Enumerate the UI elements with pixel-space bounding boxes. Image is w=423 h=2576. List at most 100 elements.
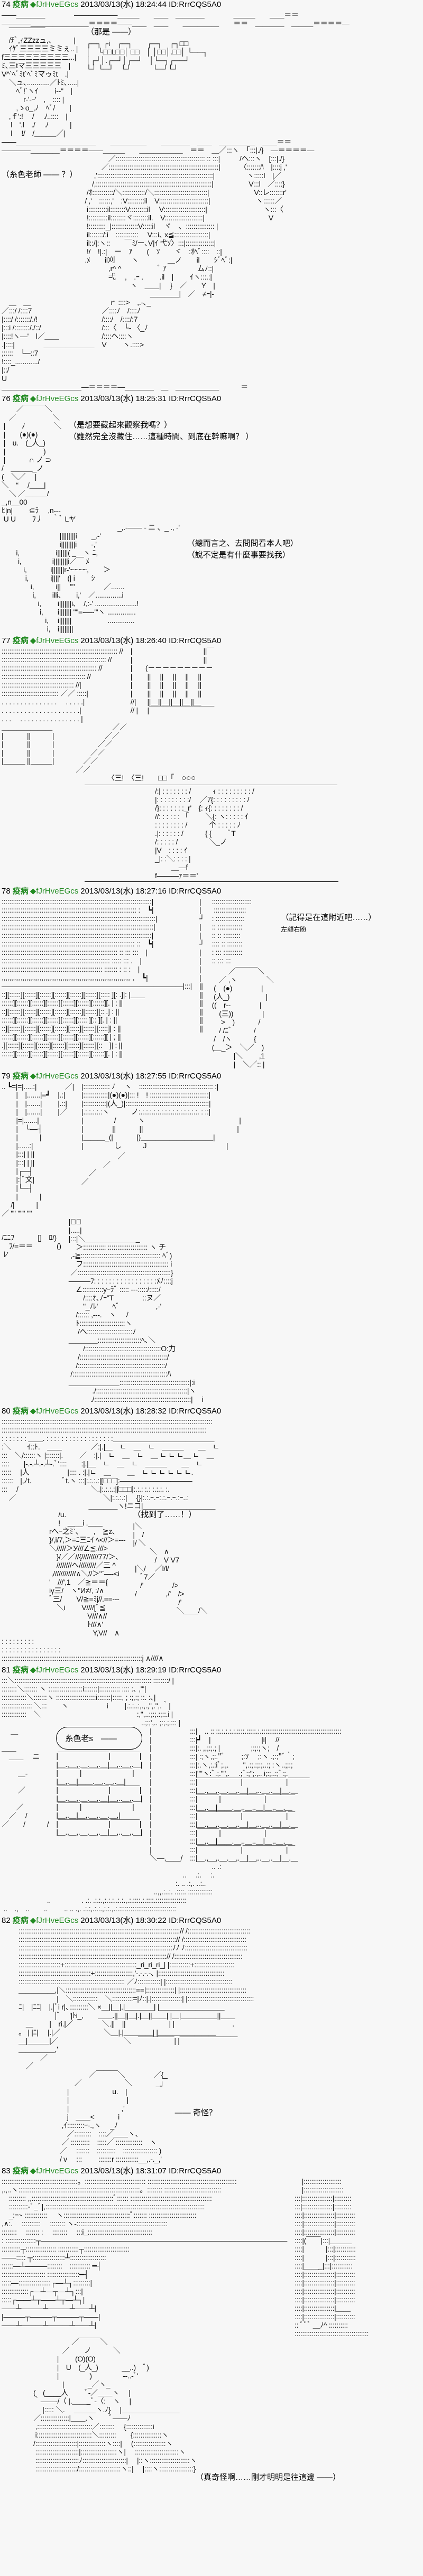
aa-art: ::::::::::::::::::::: ::::::::::::::::: … <box>212 897 252 965</box>
poster-name[interactable]: 疫病 <box>12 1916 29 1925</box>
art-row: ＿＿＿＿＿＿＿ | || | | || | | || | |＿＿＿ ||＿＿＿|… <box>2 723 422 774</box>
aa-art: ——＿＿＿＿＿＿＿＿＿＿＿ ＿＿＿＿＿ ＿＿＿＿ ＿＿ ＿＿＿＿＿ ＿＿＝＝ —… <box>2 137 315 154</box>
post-id: ID:RrrCQS5A0 <box>169 1072 222 1081</box>
tripcode: fJrHveEGcs <box>36 1916 79 1925</box>
aa-art: _,.-—— - ニ 、_ ., -' |||||||||i _.-' i|||… <box>16 523 180 633</box>
aa-art: :::＼::::::::::::::::::::::::::::::::::::… <box>2 1676 180 1727</box>
art-row: 〈三! 〈三! □□「 ○○○ <box>2 774 422 783</box>
trip-diamond-icon: ◆ <box>30 1407 36 1416</box>
aa-art: ——＿＿＿＿ ――――――＿＿＿ ＿＿ ＿＿＿＿ ＿＿＿ ＿＿＝＝ ————＿＿… <box>2 11 350 27</box>
trip-diamond-icon: ◆ <box>30 887 36 896</box>
aa-art: |ﾟ＼ |.....| |:::|＼＿＿＿＿＿＿＿_ ＞::::::::::::… <box>68 1217 204 1403</box>
aa-art: /:| : : : : : : : / ｨ : : : : : : : : : … <box>155 787 254 880</box>
post-number: 76 <box>2 394 11 403</box>
tripcode: fJrHveEGcs <box>36 1666 79 1675</box>
poster-name[interactable]: 疫病 <box>12 0 29 9</box>
post-number: 74 <box>2 0 11 9</box>
dialogue-line: 糸色老s —— <box>65 1734 117 1743</box>
poster-name[interactable]: 疫病 <box>12 1072 29 1081</box>
dialogue-line: （找到了……！） <box>133 1510 197 1519</box>
ground-line <box>85 881 338 882</box>
speech-bubble: 糸色老s —— <box>56 1727 143 1750</box>
dialogue-column: （總而言之、去問問看本人吧） （說不定是有什麼事要找我） <box>187 539 298 560</box>
tripcode: fJrHveEGcs <box>36 636 79 645</box>
aa-art: ￣￣￣￣￣ /ﾁﾞ,ｨZZzzュ,､ | ｲｹﾞ三三三三ミミぇ.. | f三三三… <box>2 27 79 137</box>
sound-effect-text: 左顧右盼 <box>281 926 307 933</box>
dialogue-line: （真奇怪啊……剛才明明是往這邊 ——） <box>196 2473 341 2482</box>
aa-art: | | | | | | | | | | | | | | | ＼—,＿＿/ <box>150 1727 183 1862</box>
aa-art: .. .: .. .:. :. :. .. .:,. ..:.. ..,,.:.… <box>3 1862 222 1913</box>
art-row: /u. ! ＿__i .＿＿ rへｰ之ﾐ`、 , ≧z､ }/,i/7,＞=ﾆ三… <box>2 1510 422 1637</box>
aa-art: ／￣￣￣＼ ／ ,ヽ ＼ ( (●) | (人_) | (( r‐- | (三)… <box>212 967 274 1068</box>
aa-art: ＿ ＿＿ ＿＿ ニ ＿- ／ ／ ／ / ／ / / <box>2 1727 49 1828</box>
post-id: ID:RrrCQS5A0 <box>169 887 222 896</box>
poster-name[interactable]: 疫病 <box>12 394 29 403</box>
trip-diamond-icon: ◆ <box>30 0 36 9</box>
art-row: /ﾆﾆﾌ [] ﾛ/) ﾌ/=＝＝ () ﾚ' |ﾟ＼ |.....| |:::… <box>2 1217 422 1403</box>
post-id: ID:RrrCQS5A0 <box>169 636 222 645</box>
poster-name[interactable]: 疫病 <box>12 1666 29 1675</box>
aa-art: ::::::::::::::::::::::::::::::::::::::::… <box>19 1927 254 2070</box>
aa-art: 〈三! 〈三! □□「 <box>107 774 174 782</box>
aa-art: ||￣ || (－－－－－－－－－ || || || || || || || |… <box>145 647 215 714</box>
post-date: 2013/03/13(水) 18:27:55 <box>80 1072 167 1081</box>
dialogue-column: （是想要藏起來觀察我嗎？） （雖然完全沒藏住……這種時間、到底在幹嘛啊？ ） <box>69 421 253 442</box>
aa-art: : : : : : : : : : : : : : : : : : : : : … <box>2 1637 164 1662</box>
dialogue-line: —— 奇怪？ <box>174 2108 217 2117</box>
aa-art: | | ┘ | | ┘ | | | | || || || || || || <box>199 897 205 1033</box>
aa-art: ::::::::::::::::::::::::::::::::::::::::… <box>2 2177 288 2329</box>
post-date: 2013/03/13(水) 18:24:44 <box>80 0 167 9</box>
dialogue-line: （說不定是有什麼事要找我） <box>187 551 290 560</box>
post-date: 2013/03/13(水) 18:27:16 <box>80 887 167 896</box>
aa-art: | | | | | | //| // | <box>130 647 138 714</box>
dialogue-line: （那是 ——） <box>86 27 136 36</box>
aa-art: _,n__00 ﾋ|n| ⊆ﾗ ,n--- U U ﾌ丿 ｀ﾞ Lヤ <box>2 498 76 523</box>
aa-art: |:::::::::::::::::::: |:::::::::::::::::… <box>295 2177 369 2338</box>
poster-name[interactable]: 疫病 <box>12 2166 29 2175</box>
tripcode: fJrHveEGcs <box>36 887 79 896</box>
art-column: ::::::::::::::::::::: ::::::::::::::::: … <box>212 897 274 1068</box>
post-id: ID:RrrCQS5A0 <box>169 2166 222 2175</box>
art-row: ::::::::::::::::::::::::::::::::::::::::… <box>2 647 422 723</box>
aa-art: ／￣￣￣＼ ／ ノ ＼ | (O)(O) | U (_人_) __,.) ﾞ) … <box>33 2338 197 2473</box>
aa-art: ／:::::::::::::::::::::::::::::::::::::::… <box>85 154 232 298</box>
art-column: （那是 ——） ┌─┐ ┌i ┌─┐ ┌─┐ ┌┐□□ │ └□□L□□│ □□… <box>86 27 208 73</box>
trip-diamond-icon: ◆ <box>30 1072 36 1081</box>
aa-art: /ヘ:::ヽ [:::|./} 〈:::::::ﾊ |::::j ,' ヽ:::… <box>240 154 287 222</box>
aa-art: |￣￣￣￣￣￣￣|￣￣￣￣| |＿.,＿,.＿.＿,.＿|＿,..＿,.＿| |… <box>56 1752 143 1836</box>
poster-name[interactable]: 疫病 <box>12 887 29 896</box>
aa-art: ／ ／ ／ ／ <box>81 1152 125 1186</box>
dialogue-line: （是想要藏起來觀察我嗎？） <box>69 421 172 430</box>
art-row: ＿ ＿ ／:::/ /::::7 |::::/ /:::::::/./! |::… <box>2 298 422 383</box>
aa-art: |:::::::::::::: ﾉ ヽ ::::::::::::::::::::… <box>81 1082 241 1150</box>
aa-art: /u. ! ＿__i .＿＿ rへｰ之ﾐ`、 , ≧z､ }/,i/7,＞=ﾆ三… <box>49 1510 126 1637</box>
post-date: 2013/03/13(水) 18:31:07 <box>80 2166 167 2175</box>
art-row: ＿ ＿＿ ＿＿ ニ ＿- ／ ／ ／ / ／ / / 糸色老s —— |￣￣￣￣… <box>2 1727 422 1862</box>
poster-name[interactable]: 疫病 <box>12 636 29 645</box>
art-row: ::::::::::::::::::::::::::::::::::::::::… <box>2 897 422 1068</box>
dialogue-line: （記得是在這附近吧……） <box>281 913 376 922</box>
dialogue-line: （總而言之、去問問看本人吧） <box>187 539 298 548</box>
post-date: 2013/03/13(水) 18:30:22 <box>80 1916 167 1925</box>
trip-diamond-icon: ◆ <box>30 1666 36 1675</box>
tripcode: fJrHveEGcs <box>36 0 79 9</box>
aa-art: ＿ ＿ ／:::/ /::::7 |::::/ /:::::::/./! |::… <box>2 298 95 383</box>
aa-art: ::::::::::::::::::::::::::::::::::::::::… <box>2 647 123 723</box>
poster-name[interactable]: 疫病 <box>12 1407 29 1416</box>
post-date: 2013/03/13(水) 18:25:31 <box>80 394 167 403</box>
aa-art: ::::::::::::::::::::::::::::::::::::::::… <box>2 1417 219 1510</box>
aa-art: ::::::::::::::::::::::::::::::::::::::::… <box>2 897 192 1058</box>
aa-art: ＿＿＿＿＿＿＿ | || | | || | | || | |＿＿＿ ||＿＿＿| <box>2 723 54 765</box>
